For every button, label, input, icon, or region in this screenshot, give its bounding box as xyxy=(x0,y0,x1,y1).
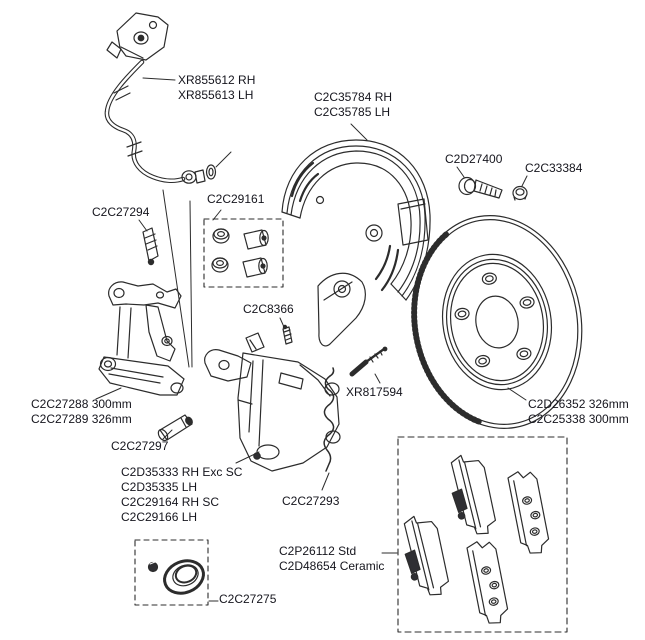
brake-disc-drawing xyxy=(411,215,583,429)
brake-pad-set-drawing xyxy=(397,436,568,633)
label-brake-pad-set: C2P26112 Std C2D48654 Ceramic xyxy=(279,544,385,573)
leader-lines xyxy=(95,77,528,602)
brake-hose-drawing xyxy=(104,12,217,184)
label-caliper-bracket: C2C27288 300mm C2C27289 326mm xyxy=(31,397,132,426)
splash-shield-drawing xyxy=(281,139,431,347)
wear-sensor-clip-drawing xyxy=(142,227,159,266)
label-pad-retainer-spring: C2C27293 xyxy=(282,494,340,508)
label-splash-shield: C2C35784 RH C2C35785 LH xyxy=(314,90,393,119)
label-guide-bushing-kit: C2C29161 xyxy=(207,192,265,206)
pad-retainer-spring-drawing xyxy=(323,367,335,472)
bleed-screw-drawing xyxy=(282,324,293,345)
brake-caliper-drawing xyxy=(204,332,341,472)
label-brake-disc: C2D26352 326mm C2C25338 300mm xyxy=(528,397,629,426)
label-sensor-pin: XR817594 xyxy=(346,385,403,399)
label-slider-pin: C2C27297 xyxy=(111,439,169,453)
sensor-pin-drawing xyxy=(349,346,388,377)
label-shield-nut: C2C33384 xyxy=(525,161,583,175)
label-shield-bolt: C2D27400 xyxy=(445,152,503,166)
label-bleed-screw: C2C8366 xyxy=(243,302,294,316)
shield-bolt-drawing xyxy=(458,176,503,199)
label-brake-hose: XR855612 RH XR855613 LH xyxy=(178,73,256,102)
assembly-leader-lines xyxy=(162,189,193,368)
label-piston-seal: C2C27275 xyxy=(219,592,277,606)
piston-seal-drawing xyxy=(134,539,209,606)
caliper-bracket-drawing xyxy=(98,281,185,396)
label-brake-caliper: C2D35333 RH Exc SC C2D35335 LH C2C29164 … xyxy=(121,465,243,524)
label-wear-sensor-clip: C2C27294 xyxy=(92,205,150,219)
guide-bushing-kit-drawing xyxy=(203,218,284,288)
shield-nut-drawing xyxy=(512,185,528,201)
